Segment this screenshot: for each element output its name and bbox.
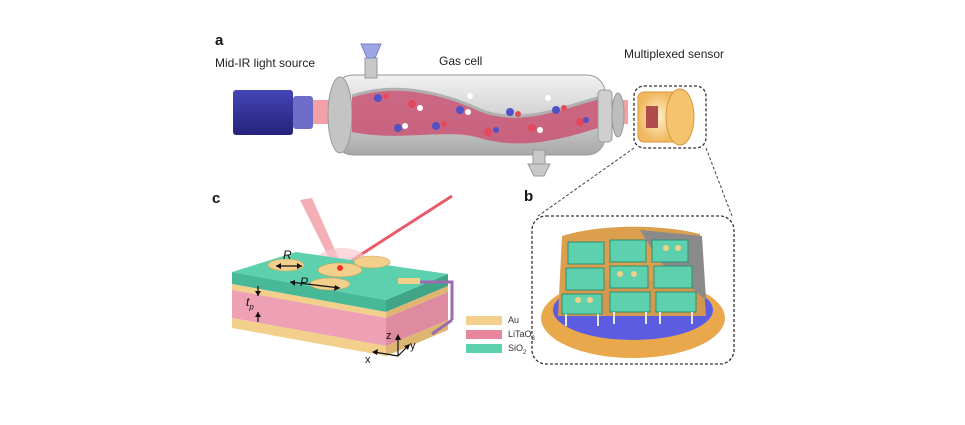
- label-thickness: tp: [246, 295, 254, 312]
- axis-label-x: x: [365, 354, 371, 366]
- pixel-array: [561, 239, 697, 326]
- gas-cell: [327, 74, 625, 156]
- dimension-arrows: [255, 263, 341, 322]
- legend-label-litao3: LiTaO3: [508, 329, 535, 342]
- device-stack: [232, 252, 448, 356]
- caption-multiplexed-sensor: Multiplexed sensor: [624, 47, 725, 61]
- label-radius: R: [283, 248, 292, 262]
- axis-label-y: y: [410, 340, 416, 352]
- mid-ir-light-source: [233, 90, 313, 135]
- electrode-leads: [420, 280, 454, 336]
- legend-label-au: Au: [508, 315, 520, 325]
- caption-gas-cell: Gas cell: [439, 54, 483, 68]
- panel-label-a: a: [215, 32, 224, 49]
- multiplexed-sensor: [633, 85, 707, 149]
- panel-label-b: b: [524, 188, 534, 205]
- gas-inlet: [360, 43, 382, 79]
- axis-triad: [372, 334, 410, 357]
- label-period: P: [300, 275, 309, 289]
- caption-light-source: Mid-IR light source: [215, 56, 316, 70]
- legend-label-sio2: SiO2: [508, 343, 527, 356]
- legend-swatches: [466, 316, 502, 353]
- gas-outlet: [527, 149, 551, 177]
- gas-molecules: [374, 93, 589, 136]
- zoom-lines: [537, 147, 733, 217]
- sensor-array-inset: [531, 215, 735, 365]
- panel-label-c: c: [212, 190, 221, 207]
- axis-label-z: z: [386, 330, 392, 342]
